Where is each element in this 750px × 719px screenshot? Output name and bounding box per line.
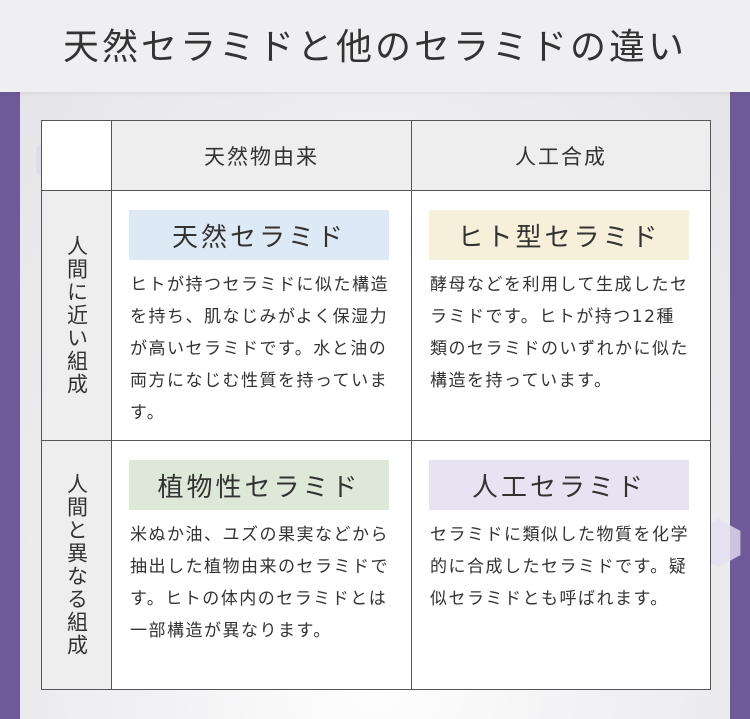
ceramide-description: 酵母などを利用して生成したセラミドです。ヒトが持つ12種類のセラミドのいずれかに…: [430, 275, 689, 391]
row-header-similar: 人間に近い組成: [42, 191, 112, 441]
table-cell-artificial-ceramide: 人工セラミド セラミドに類似した物質を化学的に合成したセラミドです。疑似セラミド…: [412, 441, 710, 689]
ceramide-type-tag: 天然セラミド: [129, 210, 389, 260]
table-cell-plant-ceramide: 植物性セラミド 米ぬか油、ユズの果実などから抽出した植物由来のセラミドです。ヒト…: [112, 441, 412, 689]
left-accent-bar: [0, 92, 20, 719]
ceramide-description: セラミドに類似した物質を化学的に合成したセラミドです。疑似セラミドとも呼ばれます…: [430, 525, 689, 609]
column-header-synthetic: 人工合成: [412, 121, 710, 191]
header: 天然セラミドと他のセラミドの違い: [0, 0, 750, 92]
right-accent-bar: [730, 92, 750, 719]
table-corner-cell: [42, 121, 112, 191]
ceramide-type-tag: 植物性セラミド: [129, 460, 389, 510]
comparison-table: 天然物由来 人工合成 人間に近い組成 人間と異なる組成 天然セラミド ヒトが持つ…: [41, 120, 711, 690]
column-header-natural: 天然物由来: [112, 121, 412, 191]
table-cell-natural-ceramide: 天然セラミド ヒトが持つセラミドに似た構造を持ち、肌なじみがよく保湿力が高いセラ…: [112, 191, 412, 441]
ceramide-description: ヒトが持つセラミドに似た構造を持ち、肌なじみがよく保湿力が高いセラミドです。水と…: [130, 275, 389, 423]
row-header-different: 人間と異なる組成: [42, 441, 112, 689]
ceramide-type-tag: 人工セラミド: [429, 460, 689, 510]
ceramide-type-tag: ヒト型セラミド: [429, 210, 689, 260]
row-header-label: 人間に近い組成: [64, 235, 89, 396]
page-title: 天然セラミドと他のセラミドの違い: [62, 27, 687, 68]
row-header-label: 人間と異なる組成: [64, 473, 89, 657]
ceramide-description: 米ぬか油、ユズの果実などから抽出した植物由来のセラミドです。ヒトの体内のセラミド…: [130, 525, 389, 641]
table-cell-human-type-ceramide: ヒト型セラミド 酵母などを利用して生成したセラミドです。ヒトが持つ12種類のセラ…: [412, 191, 710, 441]
